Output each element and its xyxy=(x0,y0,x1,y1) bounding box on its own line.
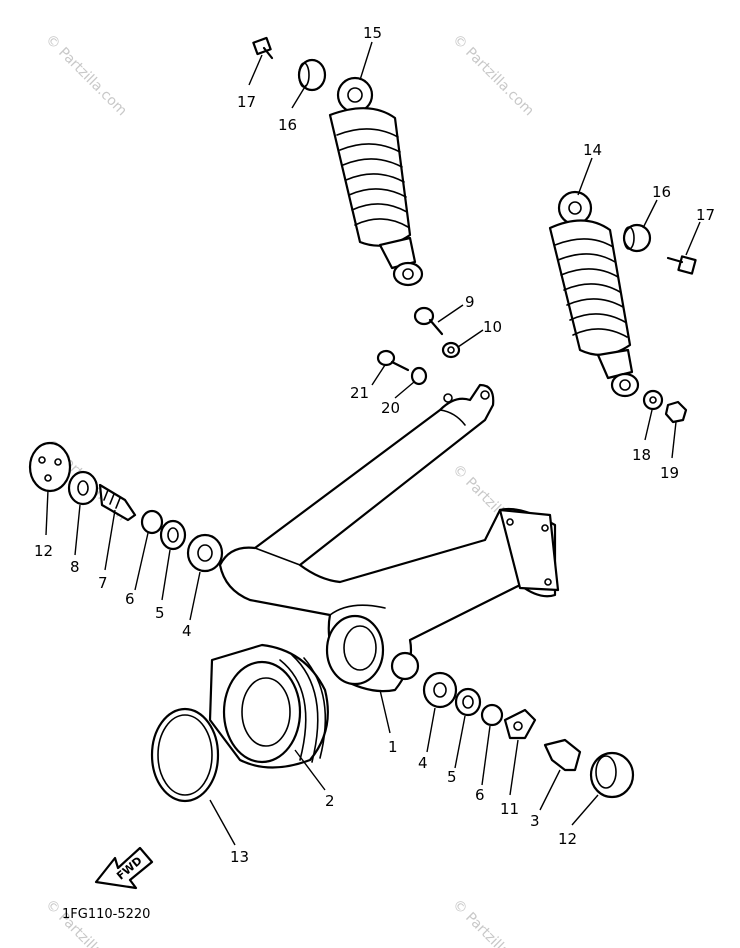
lock-washer-11[interactable] xyxy=(503,708,537,740)
collar-6-left[interactable] xyxy=(140,509,164,535)
callout-6-right[interactable]: 6 xyxy=(475,786,485,804)
callout-4-left[interactable]: 4 xyxy=(182,622,192,640)
watermark-bottom-right: © Partzilla.com xyxy=(449,897,537,948)
callout-4-right[interactable]: 4 xyxy=(418,754,428,772)
callout-14[interactable]: 14 xyxy=(583,141,602,159)
callout-18[interactable]: 18 xyxy=(632,446,651,464)
final-drive-hub[interactable] xyxy=(208,643,329,769)
callout-3[interactable]: 3 xyxy=(530,812,540,830)
bushing-16-left[interactable] xyxy=(297,58,327,92)
washer-10[interactable] xyxy=(441,341,461,359)
collar-6-right[interactable] xyxy=(480,703,504,727)
callout-12-right[interactable]: 12 xyxy=(558,830,577,848)
callout-2[interactable]: 2 xyxy=(325,792,335,810)
callout-1[interactable]: 1 xyxy=(388,738,398,756)
bolt-17-left[interactable] xyxy=(252,36,274,60)
callout-16-left[interactable]: 16 xyxy=(278,116,297,134)
callout-17-right[interactable]: 17 xyxy=(696,206,715,224)
callout-6-left[interactable]: 6 xyxy=(125,590,135,608)
washer-18[interactable] xyxy=(642,389,664,411)
callout-12-left[interactable]: 12 xyxy=(34,542,53,560)
washer-20[interactable] xyxy=(410,366,428,386)
bolt-21[interactable] xyxy=(376,349,410,372)
o-ring-13[interactable] xyxy=(150,707,220,803)
watermark-group: © Partzilla.com © Partzilla.com © Partzi… xyxy=(42,32,537,948)
callout-5-right[interactable]: 5 xyxy=(447,768,457,786)
shock-absorber-right[interactable] xyxy=(548,190,640,398)
seal-5-left[interactable] xyxy=(159,519,187,551)
pivot-shaft-7[interactable] xyxy=(98,483,137,522)
callout-8[interactable]: 8 xyxy=(70,558,80,576)
bushing-8[interactable] xyxy=(67,470,99,506)
callout-21[interactable]: 21 xyxy=(350,384,369,402)
callout-20[interactable]: 20 xyxy=(381,399,400,417)
cap-12-left[interactable] xyxy=(28,441,72,493)
callout-15[interactable]: 15 xyxy=(363,24,382,42)
nut-19[interactable] xyxy=(664,400,688,424)
callout-17-left[interactable]: 17 xyxy=(237,93,256,111)
callout-11[interactable]: 11 xyxy=(500,800,519,818)
callout-19[interactable]: 19 xyxy=(660,464,679,482)
forward-arrow: FWD xyxy=(94,846,154,890)
callout-13[interactable]: 13 xyxy=(230,848,249,866)
callout-7[interactable]: 7 xyxy=(98,574,108,592)
watermark-top-right: © Partzilla.com xyxy=(449,32,537,120)
callout-5-left[interactable]: 5 xyxy=(155,604,165,622)
bearing-4-left[interactable] xyxy=(186,533,224,573)
seal-5-right[interactable] xyxy=(454,687,482,717)
callout-labels: 15 17 16 14 16 17 9 10 21 20 18 19 12 8 … xyxy=(34,24,715,866)
bearing-4-right[interactable] xyxy=(422,671,458,709)
bolt-9[interactable] xyxy=(413,306,444,336)
watermark-bottom-left: © Partzilla.com xyxy=(42,897,130,948)
pivot-shaft-3[interactable] xyxy=(543,738,582,772)
callout-16-right[interactable]: 16 xyxy=(652,183,671,201)
bushing-16-right[interactable] xyxy=(622,223,652,253)
shock-absorber-left[interactable] xyxy=(328,76,424,287)
callout-9[interactable]: 9 xyxy=(465,293,475,311)
diagram-code: 1FG110-5220 xyxy=(62,907,150,922)
callout-10[interactable]: 10 xyxy=(483,318,502,336)
leader-lines xyxy=(45,41,701,846)
watermark-top-left: © Partzilla.com xyxy=(42,32,130,120)
bolt-17-right[interactable] xyxy=(666,255,697,275)
swingarm[interactable] xyxy=(218,383,560,693)
cap-12-right[interactable] xyxy=(589,751,635,799)
